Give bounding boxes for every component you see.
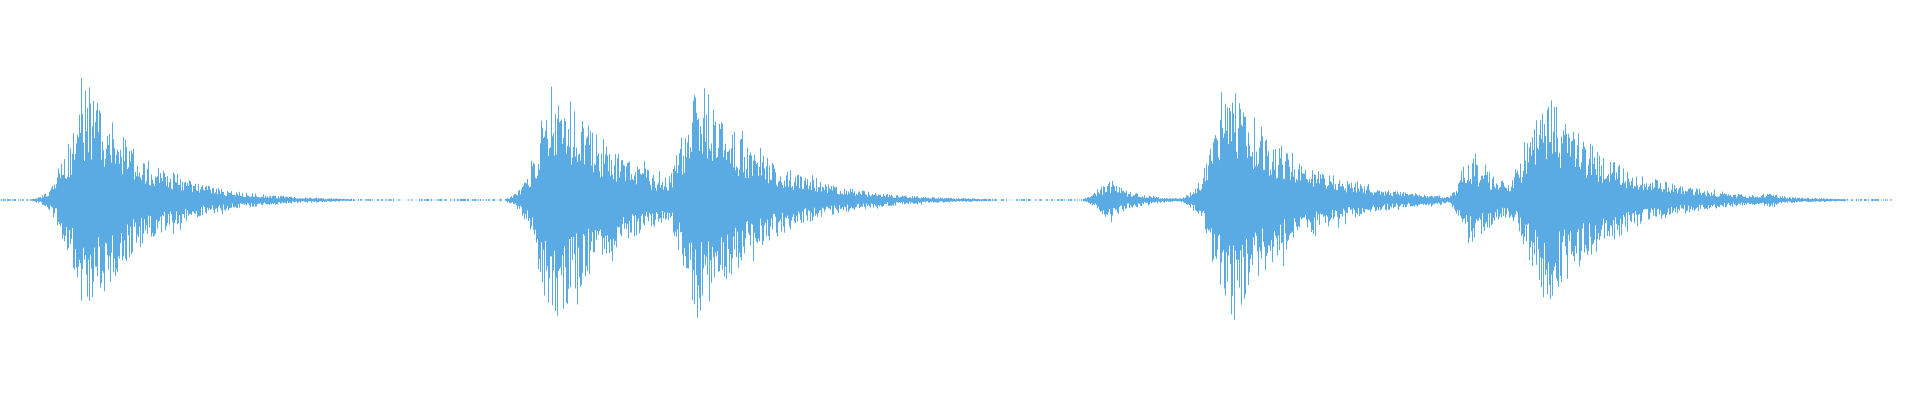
waveform-path: [1, 77, 1892, 320]
waveform-samples: [0, 77, 1892, 320]
